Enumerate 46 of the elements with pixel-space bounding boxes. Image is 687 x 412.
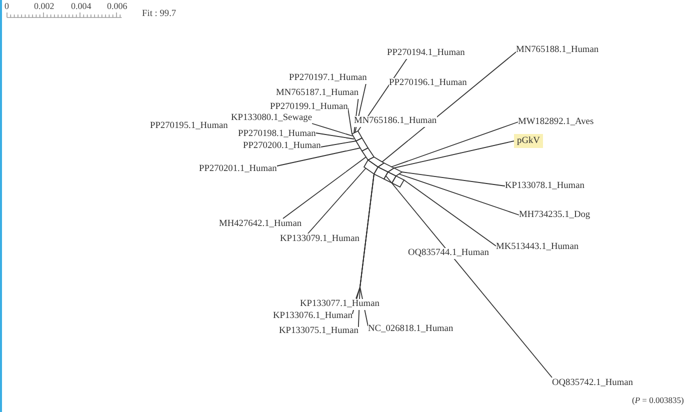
p-value-note: (P = 0.003835) (632, 395, 684, 405)
taxon-label: PP270194.1_Human (387, 48, 465, 58)
taxon-label: MW182892.1_Aves (518, 116, 594, 128)
taxon-label: KP133079.1_Human (280, 234, 360, 244)
branch-line (276, 150, 346, 166)
taxon-label: PP270201.1_Human (199, 164, 277, 174)
branch-line (282, 171, 346, 219)
scale-tick-label: 0.004 (71, 1, 92, 11)
taxon-label: KP133077.1_Human (300, 298, 380, 310)
taxon-label: KP133080.1_Sewage (231, 112, 312, 124)
branch-line (408, 122, 518, 162)
taxon-label: NC_026818.1_Human (368, 324, 454, 334)
branch-line (408, 140, 514, 166)
branch-line (315, 132, 346, 138)
scale-tick-label: 0.002 (34, 1, 54, 11)
taxon-label: PP270195.1_Human (150, 120, 228, 132)
taxon-label: MH734235.1_Dog (519, 210, 590, 220)
branch-line (320, 142, 346, 148)
taxon-label: MN765188.1_Human (516, 44, 599, 56)
taxon-label: MK513443.1_Human (496, 242, 579, 252)
scale-tick-label: 0.006 (107, 1, 128, 11)
highlighted-taxon-label: pGkV (514, 134, 543, 148)
fit-statistic: Fit : 99.7 (142, 8, 176, 20)
taxon-label: KP133075.1_Human (279, 326, 358, 336)
taxon-label: MN765186.1_Human (354, 116, 437, 126)
branch-line (408, 176, 520, 216)
branch-line (312, 123, 346, 134)
taxon-label: PP270196.1_Human (389, 78, 467, 88)
split-network (346, 128, 408, 190)
taxon-label: OQ835742.1_Human (552, 378, 633, 388)
taxon-label: OQ835744.1_Human (408, 248, 489, 258)
taxon-label: KP133076.1_Human (273, 310, 352, 322)
branch-line (408, 182, 496, 246)
taxon-label: PP270198.1_Human (238, 128, 316, 140)
taxon-label: PP270197.1_Human (289, 72, 367, 84)
scale-tick-label: 0 (4, 1, 9, 11)
branch-line (408, 172, 506, 186)
taxon-label: PP270199.1_Human (270, 102, 348, 112)
taxon-label: PP270200.1_Human (243, 140, 321, 152)
branch-line (408, 52, 516, 142)
taxon-label: MN765187.1_Human (276, 88, 359, 98)
branch-line (347, 108, 352, 128)
branch-line (397, 190, 552, 378)
taxon-label: KP133078.1_Human (505, 180, 584, 192)
taxon-label: MH427642.1_Human (219, 218, 302, 230)
branch-line (308, 190, 347, 234)
